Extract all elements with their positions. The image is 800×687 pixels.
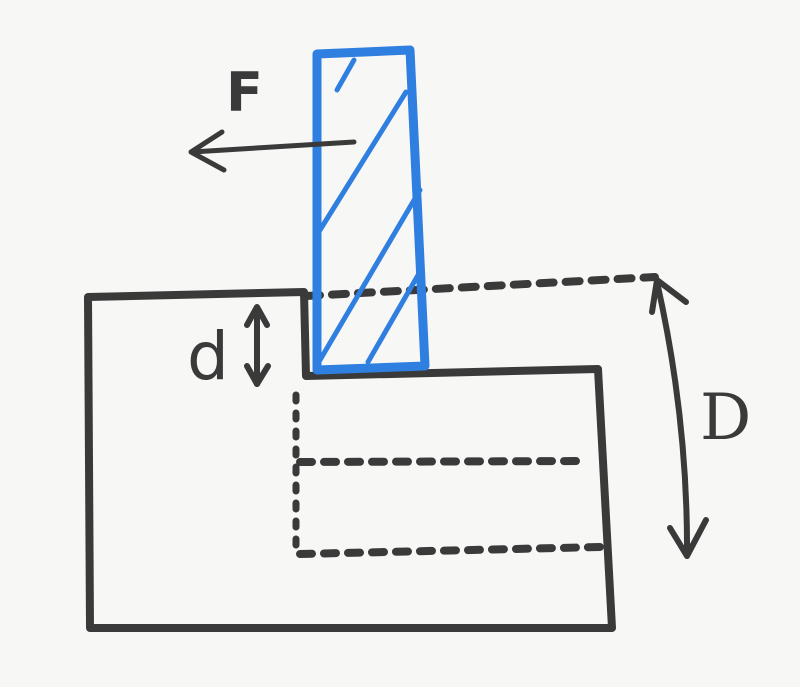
force-arrow-head <box>188 129 227 173</box>
dashed-bottom-line <box>296 543 604 558</box>
cutter-hatch-1 <box>334 57 357 93</box>
dashed-top-line <box>302 273 659 300</box>
cutter-outline <box>312 45 430 375</box>
small-depth-label: d <box>187 318 229 395</box>
force-arrow <box>188 129 357 173</box>
depth-D-arrow-shaft <box>654 279 691 559</box>
cutter-hatch-4 <box>365 267 424 365</box>
cutter-hatch-2 <box>317 89 409 233</box>
depth-d-arrow-head-bottom <box>244 363 271 387</box>
large-depth-label: D <box>700 381 752 455</box>
force-label: F <box>226 61 263 124</box>
depth-D-arrow-head-bottom <box>667 517 709 559</box>
depth-D-arrow <box>649 277 709 559</box>
depth-d-arrow <box>244 304 271 387</box>
cutter-tool <box>312 45 430 375</box>
workpiece-outline <box>84 288 616 632</box>
depth-D-arrow-head-top <box>649 277 689 315</box>
cutter-hatch-3 <box>317 187 423 363</box>
depth-d-arrow-head-top <box>244 304 270 328</box>
force-arrow-shaft <box>189 139 357 155</box>
dashed-middle-line <box>296 457 589 466</box>
